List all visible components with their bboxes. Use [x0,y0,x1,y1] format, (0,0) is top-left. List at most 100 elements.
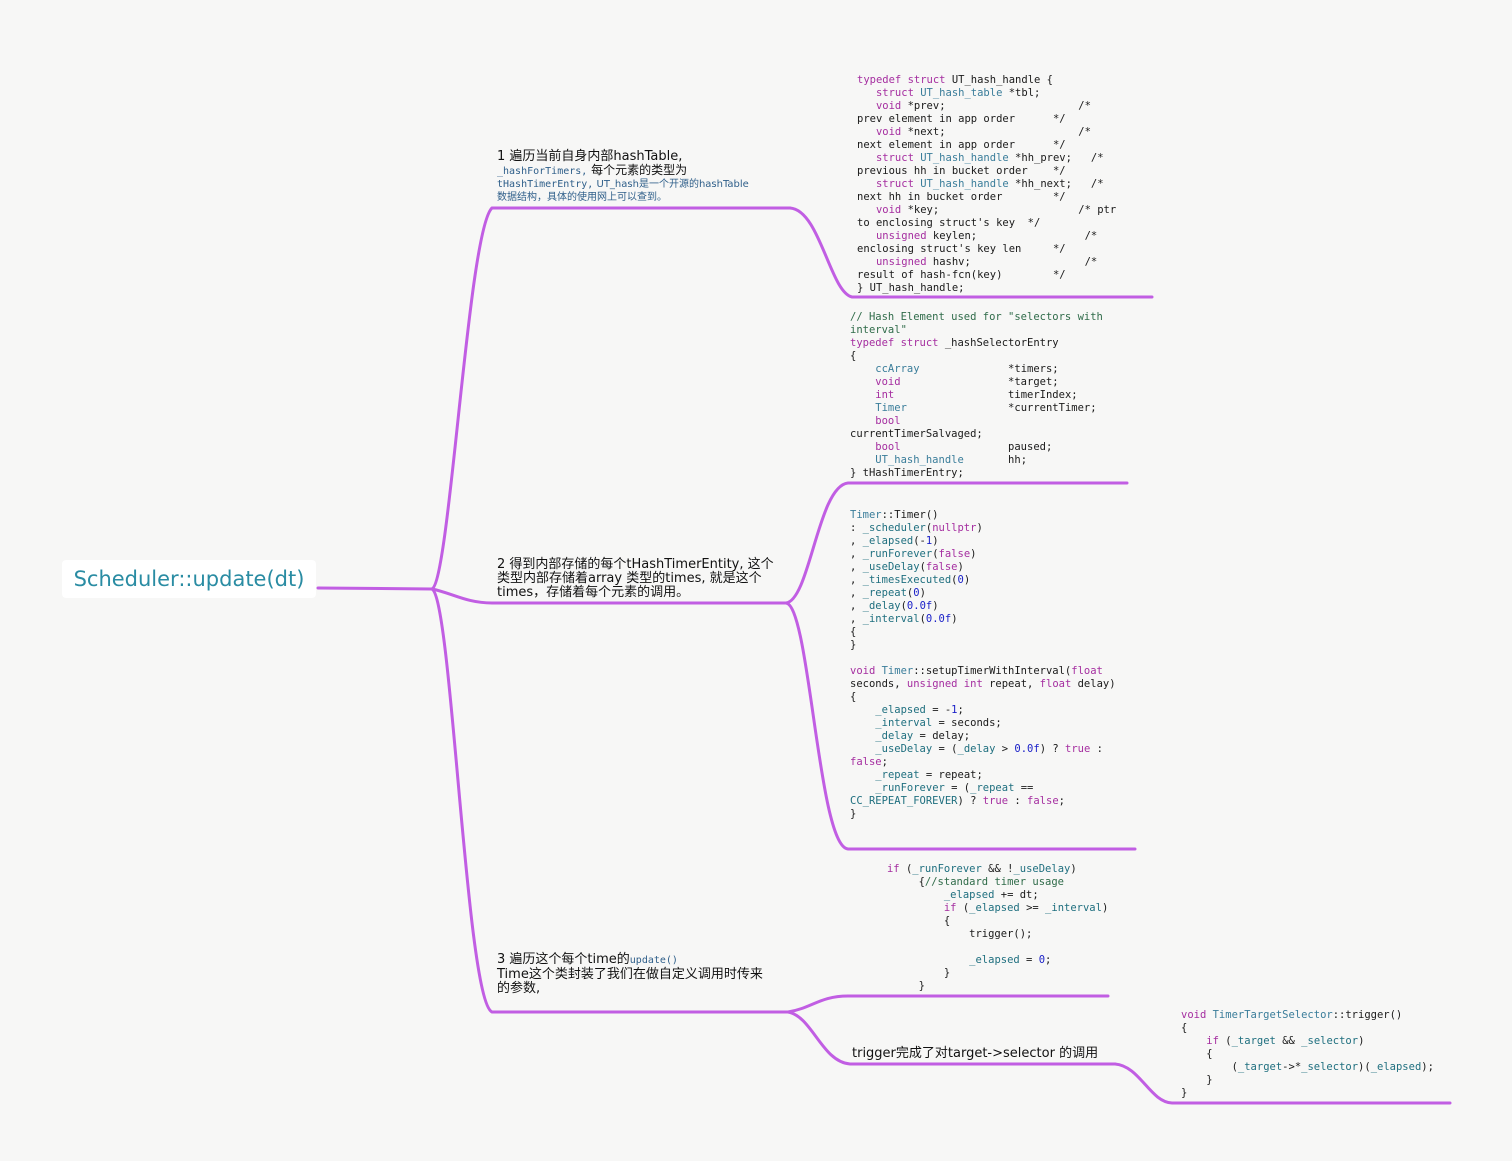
code-token: { [1181,1048,1213,1060]
code-token: _runForever [912,863,982,875]
code-token: result of hash-fcn(key) */ [857,269,1066,281]
code-line: trigger(); [868,928,1032,940]
branch3-line1: 3 遍历这个每个time的update() [497,953,763,968]
code-token: == [1014,782,1034,794]
code-token: bool [850,441,901,453]
code-line: } [850,639,856,651]
code-token: *target; [900,376,1059,388]
code-token [868,954,969,966]
code-token: , [850,574,863,586]
code-line: if (_target && _selector) [1181,1035,1364,1047]
code-token: UT_hash_handle { [945,74,1053,86]
code-token: Timer [850,509,882,521]
code-token: { [1181,1022,1188,1034]
code-token: // Hash Element used for "selectors with [850,311,1103,323]
link-branch1-uthash [788,206,1154,299]
code-token: void [857,204,902,216]
root-topic[interactable]: Scheduler::update(dt) [62,560,316,598]
code-line: UT_hash_handle hh; [850,454,1027,466]
code-line: void Timer::setupTimerWithInterval(float [850,665,1103,677]
code-token: ( [925,522,933,534]
code-token: ; [957,704,964,716]
topic-branch3[interactable]: 3 遍历这个每个time的update() Time这个类封装了我们在做自定义调… [497,953,763,996]
code-line: void *target; [850,376,1059,388]
code-token: typedef struct [857,74,946,86]
code-line: _delay = delay; [850,730,970,742]
code-token: 0 [913,587,920,599]
code-token: 0.0f [1014,743,1040,755]
code-token: if [943,902,957,914]
code-token: : [1008,795,1028,807]
branch2-line3: times，存储着每个元素的调用。 [497,585,690,600]
code-timer-update: if (_runForever && !_useDelay) {//standa… [868,863,1108,993]
code-token: += dt; [994,889,1039,901]
code-line: unsigned keylen; /* [857,230,1097,242]
branch1-note-line3: 数据结构，具体的使用网上可以查到。 [497,192,667,203]
code-token: )( [1358,1061,1371,1073]
code-token: } [868,980,925,992]
code-token: unsigned [857,256,927,268]
topic-branch1[interactable]: 1 遍历当前自身内部hashTable, _hashForTimers, 每个元… [497,150,749,204]
code-line: ccArray *timers; [850,363,1058,375]
code-token: ( [919,561,926,573]
code-token: } UT_hash_handle; [857,282,965,294]
code-token: ( [906,587,914,599]
code-token: unsigned [857,230,927,242]
code-token: false [938,548,971,560]
link-root-branch3 [430,587,790,1014]
code-token: ) [976,522,983,534]
code-line: (_target->*_selector)(_elapsed); [1181,1061,1434,1073]
code-token: _target [1231,1035,1276,1047]
code-token: hh; [963,454,1028,466]
code-line: CC_REPEAT_FOREVER) ? true : false; [850,795,1065,807]
code-line: , _runForever(false) [850,548,976,560]
code-line: next hh in bucket order */ [857,191,1066,203]
code-token: _runForever [862,548,933,560]
code-token: > [995,743,1015,755]
code-token: false [1027,795,1059,807]
code-token: } tHashTimerEntry; [850,467,964,479]
code-token: *prev; /* [901,100,1091,112]
code-line: // Hash Element used for "selectors with [850,311,1103,323]
code-token: next element in app order */ [857,139,1066,151]
link-trigger-code [1113,1062,1452,1105]
code-line: Timer *currentTimer; [850,402,1096,414]
code-token [850,730,875,742]
code-token: if [1206,1035,1219,1047]
code-token: 1 [951,704,958,716]
code-token: Timer [881,665,914,677]
code-line: struct UT_hash_handle *hh_next; /* [857,178,1104,190]
code-line: next element in app order */ [857,139,1066,151]
code-token [850,769,875,781]
code-token: UT_hash_handle [850,454,964,466]
code-line: : _scheduler(nullptr) [850,522,983,534]
code-line: , _timesExecuted(0) [850,574,970,586]
code-token: hashv; /* [926,256,1098,268]
root-topic-label: Scheduler::update(dt) [73,567,305,591]
code-token: currentTimerSalvaged; [850,428,983,440]
code-token: : [850,522,863,534]
topic-branch2[interactable]: 2 得到内部存储的每个tHashTimerEntity, 这个 类型内部存储着a… [497,558,774,600]
branch3-line1-code: update() [629,955,678,966]
code-token: _repeat [875,769,920,781]
code-token [850,717,875,729]
code-line: bool paused; [850,441,1052,453]
code-line: } [850,808,856,820]
code-token: && ! [981,863,1014,875]
code-line: , _elapsed(-1) [850,535,939,547]
code-line: previous hh in bucket order */ [857,165,1066,177]
code-line: seconds, unsigned int repeat, float dela… [850,678,1116,690]
code-line: _runForever = (_repeat == [850,782,1033,794]
code-line: unsigned hashv; /* [857,256,1097,268]
topic-trigger[interactable]: trigger完成了对target->selector 的调用 [852,1047,1098,1061]
code-token: = [1019,954,1039,966]
link-branch2-entry [784,481,1129,605]
link-branch3-trigger [786,1010,1117,1066]
code-token: , [850,561,863,573]
code-token: false [925,561,958,573]
code-token: _hashSelectorEntry [938,337,1059,349]
code-line: _elapsed += dt; [868,889,1039,901]
code-line: if (_runForever && !_useDelay) [868,863,1077,875]
code-line: if (_elapsed >= _interval) [868,902,1108,914]
